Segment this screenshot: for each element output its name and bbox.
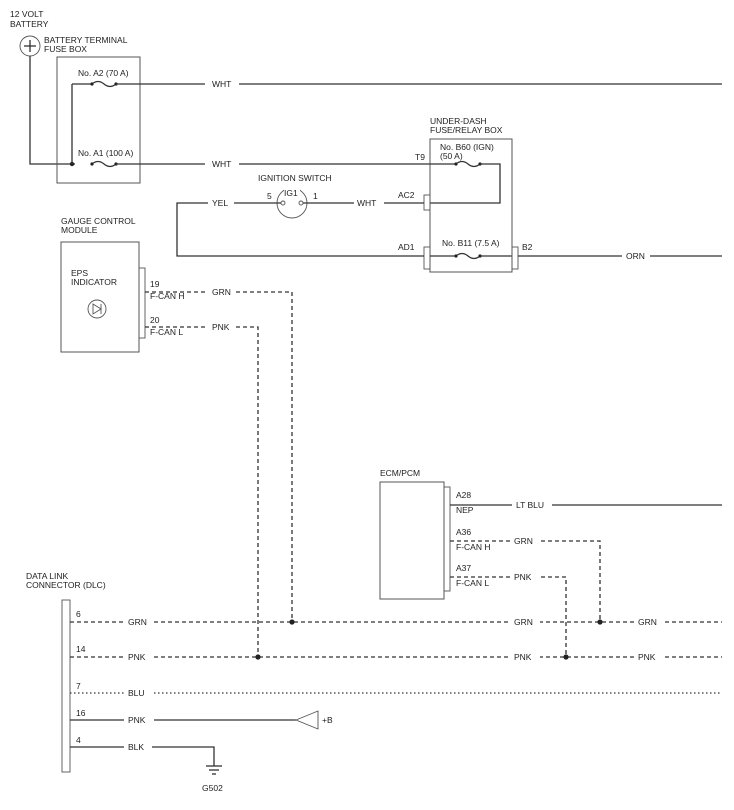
- wire-label-dlc-pnk-3: PNK: [638, 652, 656, 662]
- wire-label-gcm-pnk: PNK: [212, 322, 230, 332]
- dlc-pin-4: 4: [76, 735, 81, 745]
- ecm-nep: NEP: [456, 505, 474, 515]
- wire-label-ecm-grn: GRN: [514, 536, 533, 546]
- term-ac2: AC2: [398, 190, 415, 200]
- under-dash-label-line2: FUSE/RELAY BOX: [430, 125, 503, 135]
- terminal-fuse-box-outline: [56, 56, 141, 184]
- ecm-fcan-l: F-CAN L: [456, 578, 489, 588]
- battery-terminal-fuse-box: BATTERY TERMINAL FUSE BOX No. A2 (70 A) …: [44, 35, 141, 184]
- ignition-switch-label: IGNITION SWITCH: [258, 173, 332, 183]
- fuse-b11-label: No. B11 (7.5 A): [442, 238, 500, 248]
- junction-grn-gcm: [289, 619, 295, 625]
- wire-label-dlc-pnk16: PNK: [128, 715, 146, 725]
- wire-label-gcm-grn: GRN: [212, 287, 231, 297]
- gcm-fcan-l: F-CAN L: [150, 327, 183, 337]
- ecm-connector: [443, 486, 451, 592]
- eps-indicator-label-line2: INDICATOR: [71, 277, 117, 287]
- wire-ecm-pnk: [450, 576, 567, 657]
- ground-label: G502: [202, 783, 223, 793]
- battery: 12 VOLT BATTERY: [10, 9, 49, 57]
- battery-label-line1: 12 VOLT: [10, 9, 43, 19]
- wire-b60-ac2: [430, 163, 501, 204]
- wire-label-dlc-grn-3: GRN: [638, 617, 657, 627]
- term-ad1: AD1: [398, 242, 415, 252]
- wire-label-dlc-pnk-1: PNK: [128, 652, 146, 662]
- gauge-module-label-line1: GAUGE CONTROL: [61, 216, 136, 226]
- plus-b-arrow-icon: [294, 710, 319, 730]
- wire-battery-a1: [29, 56, 75, 165]
- wire-dlc-blk: [70, 746, 215, 766]
- fuse-b60-label-line1: No. B60 (IGN): [440, 142, 494, 152]
- gcm-fcan-h: F-CAN H: [150, 291, 184, 301]
- dlc-pin-14: 14: [76, 644, 86, 654]
- wire-label-yel: YEL: [212, 198, 228, 208]
- fuse-a1-label: No. A1 (100 A): [78, 148, 133, 158]
- fuse-a2-icon: [91, 80, 117, 88]
- gcm-connector: [138, 267, 146, 339]
- junction-grn-ecm: [597, 619, 603, 625]
- wire-label-dlc-grn-1: GRN: [128, 617, 147, 627]
- ground-icon: [206, 765, 222, 775]
- ecm-pin-a28: A28: [456, 490, 471, 500]
- gcm-pin-19: 19: [150, 279, 160, 289]
- dlc-pin-6: 6: [76, 609, 81, 619]
- terminal-fuse-box-label-line1: BATTERY TERMINAL: [44, 35, 128, 45]
- wire-ecm-grn: [450, 540, 601, 622]
- plus-b-label: +B: [322, 715, 333, 725]
- battery-label-line2: BATTERY: [10, 19, 49, 29]
- dlc-connector: [61, 599, 71, 773]
- fuse-b60-icon: [455, 160, 481, 168]
- dlc-pin-7: 7: [76, 681, 81, 691]
- term-t9: T9: [415, 152, 425, 162]
- wire-label-dlc-blu: BLU: [128, 688, 145, 698]
- gcm-pin-20: 20: [150, 315, 160, 325]
- ecm-label: ECM/PCM: [380, 468, 420, 478]
- wire-gcm-pnk: [145, 326, 259, 657]
- ignition-pin-5: 5: [267, 191, 272, 201]
- ecm-pcm: ECM/PCM A28 NEP A36 F-CAN H A37 F-CAN L: [379, 468, 490, 600]
- eps-indicator-label-line1: EPS: [71, 268, 88, 278]
- gauge-module-label-line2: MODULE: [61, 225, 98, 235]
- fuse-b60-label-line2: (50 A): [440, 151, 463, 161]
- fuse-a2-label: No. A2 (70 A): [78, 68, 129, 78]
- wire-gcm-grn: [145, 291, 293, 622]
- junction-pnk-gcm: [255, 654, 261, 660]
- wire-label-dlc-blk: BLK: [128, 742, 144, 752]
- fuse-a1-icon: [91, 160, 117, 168]
- dlc-label-line2: CONNECTOR (DLC): [26, 580, 106, 590]
- ignition-pin-1: 1: [313, 191, 318, 201]
- wire-label-ltblu: LT BLU: [516, 500, 544, 510]
- fuse-b11-icon: [455, 252, 481, 260]
- term-b2: B2: [522, 242, 533, 252]
- wire-label-wht-top: WHT: [212, 79, 231, 89]
- ignition-switch: IGNITION SWITCH IG1 5 1: [258, 173, 332, 219]
- gauge-control-module: GAUGE CONTROL MODULE EPS INDICATOR 19 F-…: [60, 216, 184, 353]
- ecm-pin-a37: A37: [456, 563, 471, 573]
- ecm-outline: [379, 481, 445, 600]
- wire-label-wht-a1: WHT: [212, 159, 231, 169]
- dlc-label-line1: DATA LINK: [26, 571, 69, 581]
- ignition-ig1: IG1: [284, 188, 298, 198]
- under-dash-label-line1: UNDER-DASH: [430, 116, 487, 126]
- wire-yel: [176, 202, 424, 257]
- eps-indicator-icon: [87, 299, 107, 319]
- under-dash-fuse-relay-box: UNDER-DASH FUSE/RELAY BOX T9 No. B60 (IG…: [398, 116, 533, 273]
- dlc-pin-16: 16: [76, 708, 86, 718]
- gauge-module-outline: [60, 241, 140, 353]
- wire-label-orn: ORN: [626, 251, 645, 261]
- wire-label-wht-ig: WHT: [357, 198, 376, 208]
- data-link-connector: DATA LINK CONNECTOR (DLC) 6 14 7 16 4: [26, 571, 106, 773]
- wire-label-ecm-pnk: PNK: [514, 572, 532, 582]
- ecm-pin-a36: A36: [456, 527, 471, 537]
- wire-label-dlc-grn-2: GRN: [514, 617, 533, 627]
- terminal-fuse-box-label-line2: FUSE BOX: [44, 44, 87, 54]
- ecm-fcan-h: F-CAN H: [456, 542, 490, 552]
- junction-pnk-ecm: [563, 654, 569, 660]
- wire-label-dlc-pnk-2: PNK: [514, 652, 532, 662]
